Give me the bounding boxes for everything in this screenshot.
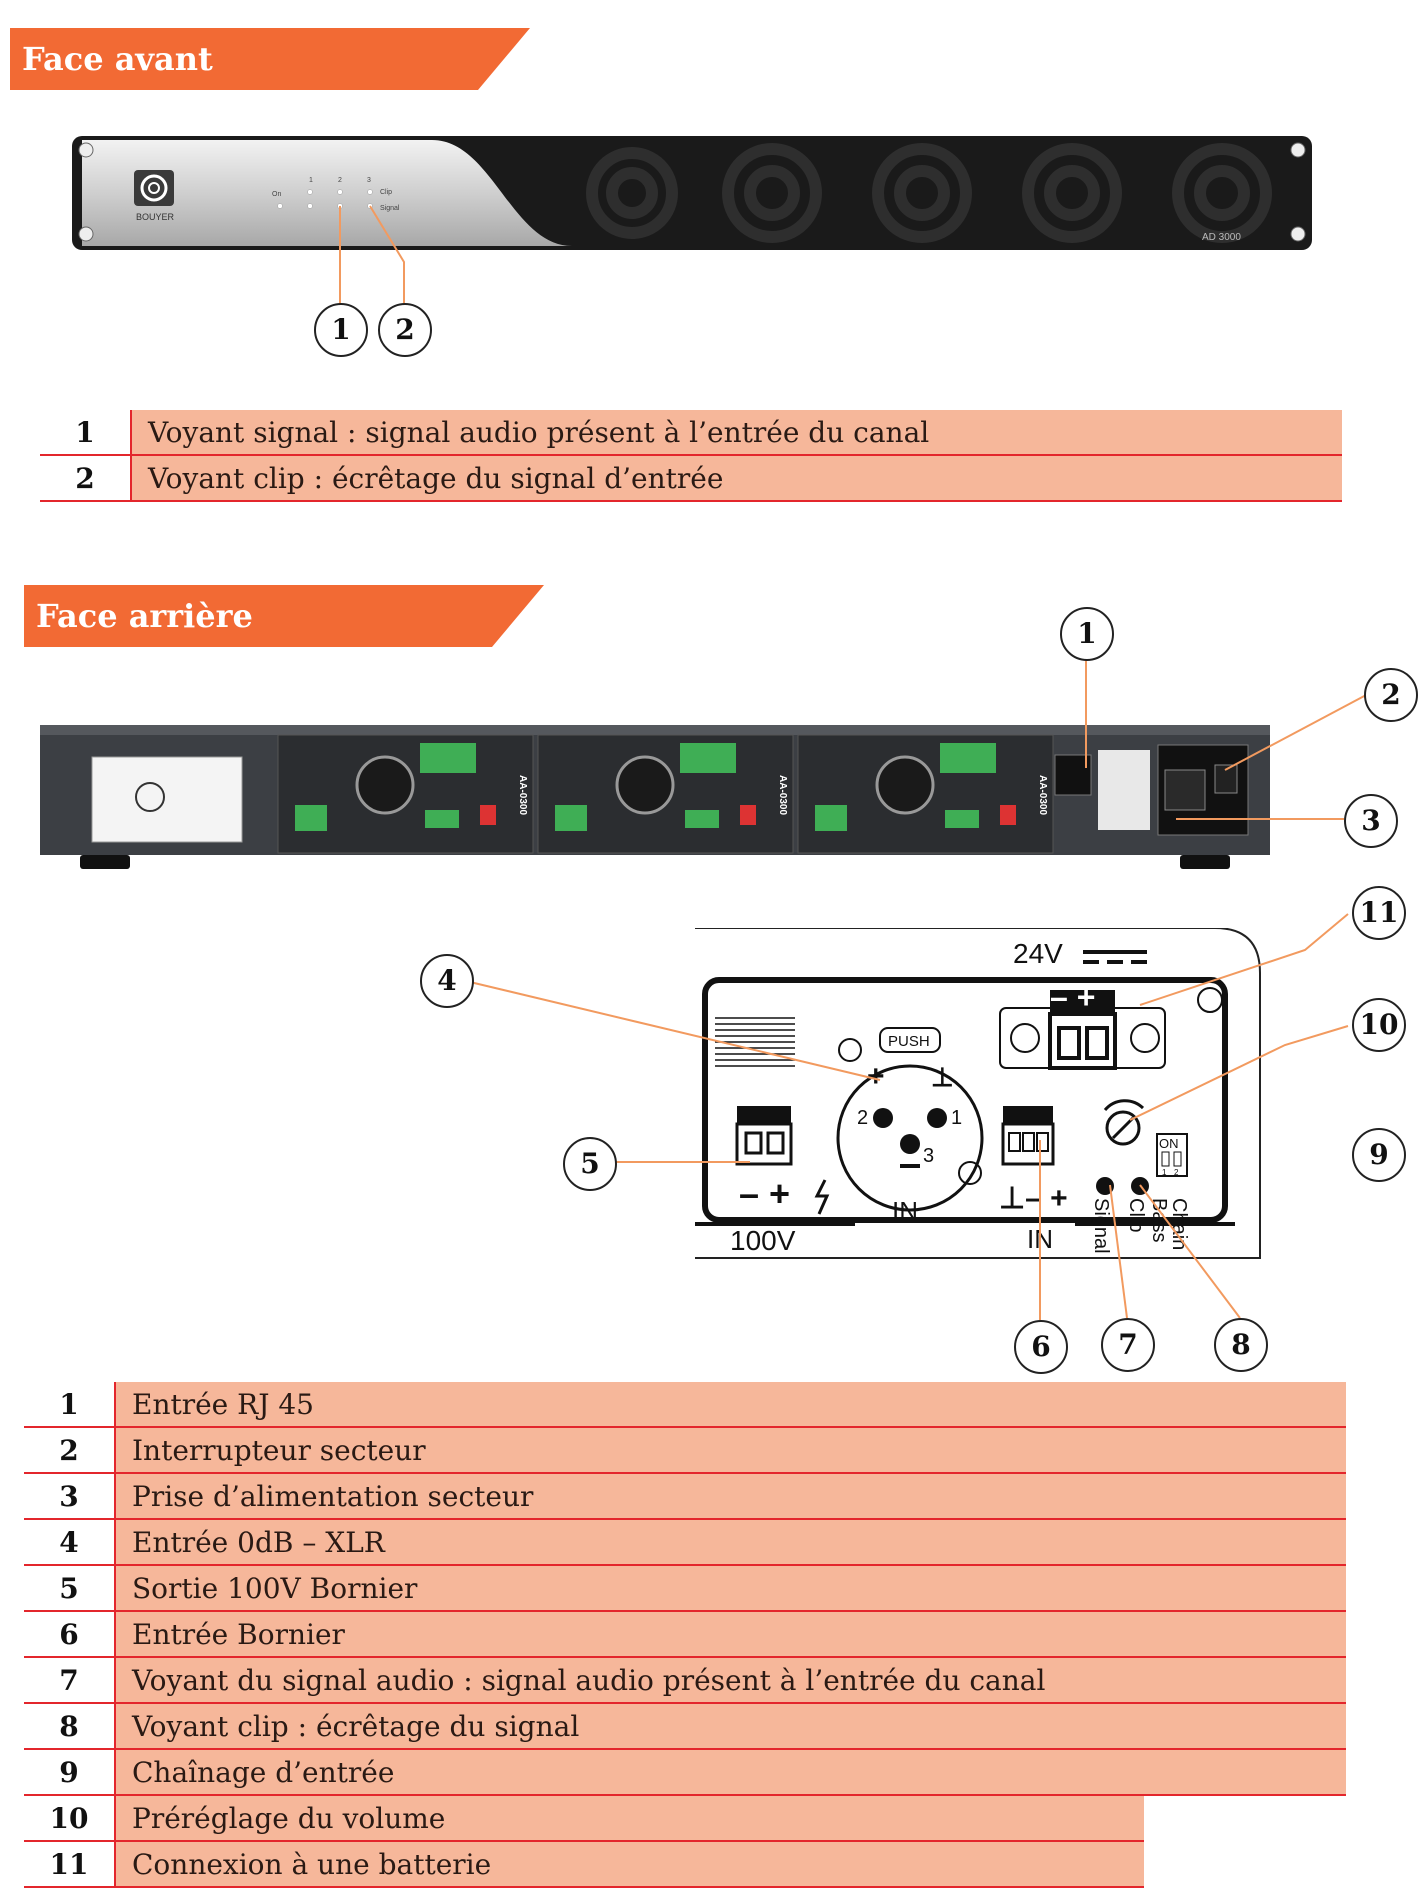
rear-callout-4: 4 xyxy=(420,954,474,1008)
module-label-2: AA-0300 xyxy=(777,775,788,815)
rear-callout-3: 3 xyxy=(1344,794,1398,848)
legend-text: Entrée RJ 45 xyxy=(115,1382,1346,1428)
xlr-pin-1: 1 xyxy=(951,1107,962,1129)
legend-num: 7 xyxy=(24,1657,116,1704)
dip-2-label: 2 xyxy=(1174,1168,1179,1177)
led-label-signal: Signal xyxy=(380,205,400,212)
front-callout-2: 2 xyxy=(378,303,432,357)
module-label-3: AA-0300 xyxy=(1037,775,1048,815)
dip-1-label: 1 xyxy=(1162,1168,1167,1177)
rear-callout-7: 7 xyxy=(1101,1318,1155,1372)
legend-num: 5 xyxy=(24,1565,116,1612)
rear-callout-1: 1 xyxy=(1060,607,1114,661)
front-brand: BOUYER xyxy=(136,212,175,222)
legend-text: Prise d’alimentation secteur xyxy=(115,1473,1346,1520)
led-label-ch2: 2 xyxy=(338,177,342,184)
dip-on-label: ON xyxy=(1159,1136,1179,1151)
svg-text:– +: – + xyxy=(739,1173,790,1214)
front-callout-lines xyxy=(339,205,405,304)
rear-section-banner: Face arrière xyxy=(24,585,544,647)
detail-100v: 100V xyxy=(730,1225,796,1256)
legend-text: Voyant du signal audio : signal audio pr… xyxy=(115,1657,1346,1704)
detail-push: PUSH xyxy=(888,1033,930,1050)
legend-text: Voyant clip : écrêtage du signal d’entré… xyxy=(131,455,1342,502)
rear-callout-6: 6 xyxy=(1014,1320,1068,1374)
table-row: 2 Voyant clip : écrêtage du signal d’ent… xyxy=(40,455,1342,502)
led-label-on: On xyxy=(272,191,281,198)
legend-num: 6 xyxy=(24,1611,116,1658)
led-label-ch1: 1 xyxy=(309,177,313,184)
svg-text:– +: – + xyxy=(1050,979,1095,1015)
led-label-clip: Clip xyxy=(380,189,392,196)
legend-text: Chaînage d’entrée xyxy=(115,1749,1346,1796)
rear-callout-5: 5 xyxy=(563,1137,617,1191)
legend-text: Préréglage du volume xyxy=(115,1796,1144,1842)
svg-text:⊥: ⊥ xyxy=(931,1062,954,1092)
rear-callout-8: 8 xyxy=(1214,1318,1268,1372)
legend-num: 11 xyxy=(24,1841,116,1888)
legend-text: Entrée 0dB – XLR xyxy=(115,1519,1346,1566)
detail-in-xlr: IN xyxy=(892,1196,918,1226)
detail-24v: 24V xyxy=(1013,938,1063,969)
legend-num: 1 xyxy=(24,1382,116,1428)
legend-num: 8 xyxy=(24,1703,116,1750)
front-legend-table: 1 Voyant signal : signal audio présent à… xyxy=(40,410,1342,502)
rear-callout-9: 9 xyxy=(1352,1128,1406,1182)
front-section-banner: Face avant xyxy=(10,28,530,90)
svg-text:⊥– +: ⊥– + xyxy=(999,1182,1068,1215)
front-section-title: Face avant xyxy=(22,40,213,78)
module-label-1: AA-0300 xyxy=(517,775,528,815)
legend-text: Interrupteur secteur xyxy=(115,1427,1346,1474)
legend-text: Connexion à une batterie xyxy=(115,1841,1144,1888)
legend-text: Sortie 100V Bornier xyxy=(115,1565,1346,1612)
rear-detail-diagram: 24V PUSH + ⊥ 2 1 3 IN – + 100V – + ⊥– + … xyxy=(695,928,1261,1259)
legend-text: Entrée Bornier xyxy=(115,1611,1346,1658)
legend-num: 2 xyxy=(24,1427,116,1474)
legend-num: 4 xyxy=(24,1519,116,1566)
table-row: 1 Voyant signal : signal audio présent à… xyxy=(40,410,1342,456)
legend-num: 2 xyxy=(40,455,132,502)
rear-callout-10: 10 xyxy=(1352,998,1406,1052)
legend-text: Voyant clip : écrêtage du signal xyxy=(115,1703,1346,1750)
legend-num: 10 xyxy=(24,1796,116,1842)
front-callout-1: 1 xyxy=(314,303,368,357)
detail-bass-label: Bass xyxy=(1148,1198,1170,1242)
legend-num: 9 xyxy=(24,1749,116,1796)
svg-text:+: + xyxy=(867,1060,885,1093)
legend-text: Voyant signal : signal audio présent à l… xyxy=(131,410,1342,456)
led-label-ch3: 3 xyxy=(367,177,371,184)
rear-callout-2: 2 xyxy=(1364,668,1418,722)
front-panel-photo: BOUYER AD 3000 On 1 2 3 Clip Signal xyxy=(72,136,1312,250)
front-model: AD 3000 xyxy=(1202,232,1241,243)
legend-num: 3 xyxy=(24,1473,116,1520)
xlr-pin-2: 2 xyxy=(857,1107,868,1129)
xlr-pin-3: 3 xyxy=(923,1145,934,1167)
legend-num: 1 xyxy=(40,410,132,456)
rear-section-title: Face arrière xyxy=(36,597,253,635)
rear-callout-11: 11 xyxy=(1352,886,1406,940)
rear-panel-photo: AA-0300 AA-0300 AA-0300 xyxy=(40,725,1270,869)
